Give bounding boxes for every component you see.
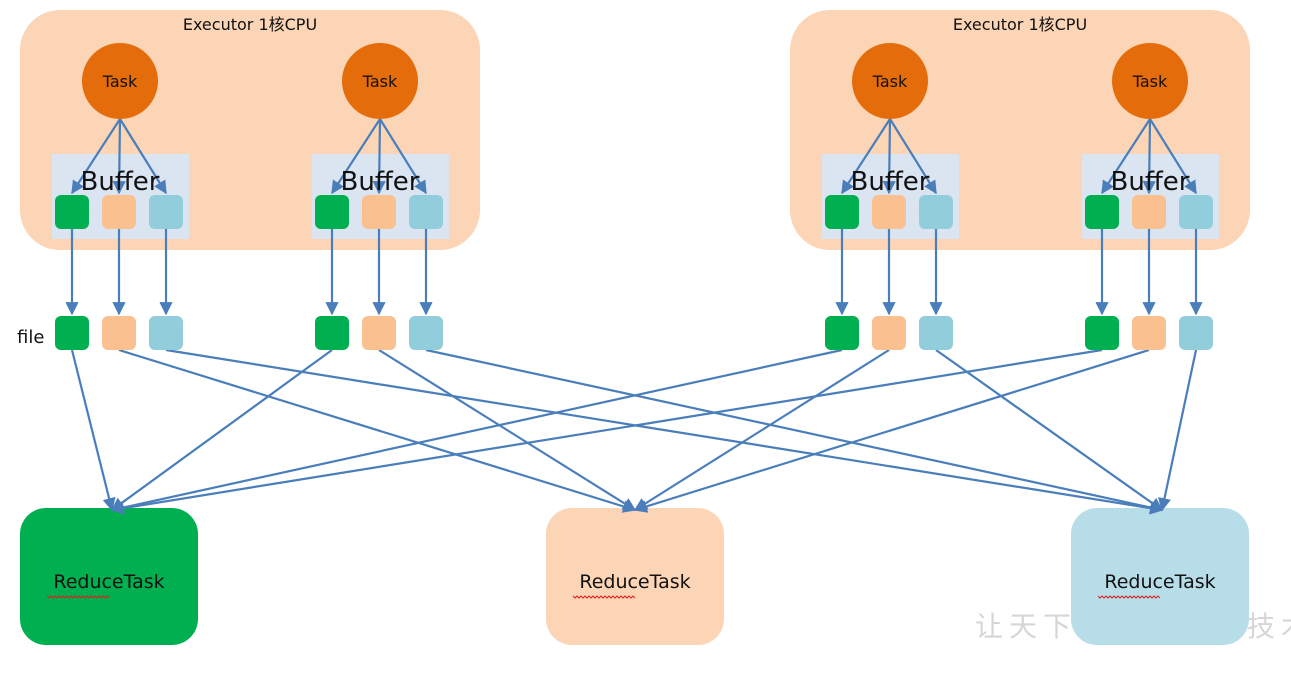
file-partition-blue[interactable]	[919, 316, 953, 350]
buffer-partition-orange	[1132, 195, 1166, 229]
file-to-reduce-arrow	[110, 349, 333, 511]
file-to-reduce-arrow	[70, 349, 116, 512]
reduce-task-label: ReduceTask	[579, 571, 690, 593]
file-partition-blue[interactable]	[149, 316, 183, 350]
task-to-buffer-arrow	[71, 118, 121, 195]
file-to-reduce-arrow	[1158, 349, 1198, 512]
spellcheck-underline	[572, 595, 636, 599]
file-to-reduce-arrow	[935, 349, 1164, 511]
file-partition-orange[interactable]	[872, 316, 906, 350]
task-to-buffer-arrow	[882, 118, 896, 195]
file-to-reduce-arrow	[118, 348, 637, 513]
reduce-task-box[interactable]	[1071, 508, 1249, 645]
buffer-partition-green	[825, 195, 859, 229]
file-to-reduce-arrow	[110, 348, 843, 514]
file-partition-green[interactable]	[1085, 316, 1119, 350]
file-to-reduce-arrow	[425, 348, 1164, 514]
buffer-label: Buffer	[851, 167, 930, 197]
task-node[interactable]	[1112, 43, 1188, 119]
buffer-partition-orange	[872, 195, 906, 229]
buffer-label: Buffer	[1111, 167, 1190, 197]
buffer-partition-blue	[1179, 195, 1213, 229]
file-partition-green[interactable]	[315, 316, 349, 350]
file-partition-orange[interactable]	[362, 316, 396, 350]
executor-title: Executor 1核CPU	[183, 15, 317, 34]
spellcheck-underline	[46, 595, 110, 599]
task-to-buffer-arrow	[119, 118, 167, 195]
task-label: Task	[362, 72, 398, 91]
buffer-partition-blue	[149, 195, 183, 229]
task-to-buffer-arrow	[379, 118, 427, 195]
file-partition-blue[interactable]	[1179, 316, 1213, 350]
buffer-partition-blue	[409, 195, 443, 229]
buffer-partition-blue	[919, 195, 953, 229]
buffer-partition-orange	[102, 195, 136, 229]
reduce-task-label: ReduceTask	[53, 571, 164, 593]
task-label: Task	[102, 72, 138, 91]
file-to-reduce-arrow	[633, 349, 890, 511]
file-to-reduce-arrow	[165, 348, 1164, 515]
file-label: file	[17, 327, 44, 348]
file-partition-orange[interactable]	[102, 316, 136, 350]
file-partition-green[interactable]	[55, 316, 89, 350]
task-node[interactable]	[342, 43, 418, 119]
buffer-partition-orange	[362, 195, 396, 229]
task-to-buffer-arrow	[372, 118, 386, 195]
reduce-task-box[interactable]	[20, 508, 198, 645]
file-to-reduce-arrow	[378, 349, 637, 511]
file-to-reduce-arrow	[633, 348, 1150, 513]
buffer-label: Buffer	[81, 167, 160, 197]
file-partition-green[interactable]	[825, 316, 859, 350]
buffer-partition-green	[1085, 195, 1119, 229]
task-to-buffer-arrow	[889, 118, 937, 195]
task-to-buffer-arrow	[112, 118, 126, 195]
file-partition-orange[interactable]	[1132, 316, 1166, 350]
reduce-task-box[interactable]	[546, 508, 724, 645]
task-to-buffer-arrow	[841, 118, 891, 195]
task-node[interactable]	[852, 43, 928, 119]
buffer-partition-green	[315, 195, 349, 229]
buffer-partition-green	[55, 195, 89, 229]
executor-title: Executor 1核CPU	[953, 15, 1087, 34]
task-node[interactable]	[82, 43, 158, 119]
task-to-buffer-arrow	[331, 118, 381, 195]
spellcheck-underline	[1097, 595, 1161, 599]
reduce-task-label: ReduceTask	[1104, 571, 1215, 593]
task-to-buffer-arrow	[1142, 118, 1156, 195]
task-label: Task	[1132, 72, 1168, 91]
task-label: Task	[872, 72, 908, 91]
task-to-buffer-arrow	[1101, 118, 1151, 195]
file-partition-blue[interactable]	[409, 316, 443, 350]
task-to-buffer-arrow	[1149, 118, 1197, 195]
file-to-reduce-arrow	[110, 348, 1103, 515]
buffer-label: Buffer	[341, 167, 420, 197]
